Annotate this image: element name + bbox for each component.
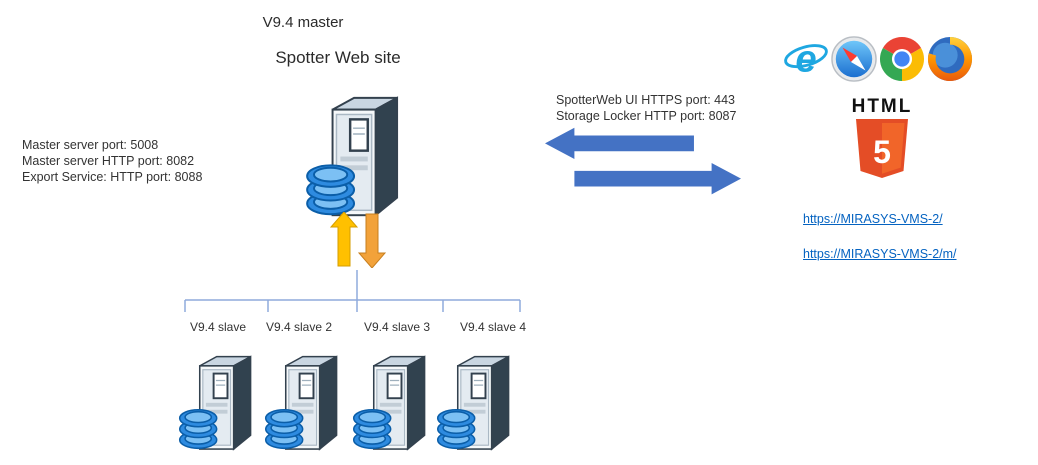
diagram-title-master: V9.4 master [262, 14, 344, 31]
slave-server-icon-3 [350, 352, 436, 456]
browser-icons-row: e [783, 36, 973, 82]
arrow-down [357, 213, 386, 268]
up-down-arrows-icon [330, 212, 386, 268]
master-ports-text: Master server port: 5008 Master server H… [22, 137, 202, 185]
master-server-icon [303, 92, 411, 224]
internet-explorer-icon: e [784, 37, 828, 80]
spotterweb-https-port-line: SpotterWeb UI HTTPS port: 443 [556, 93, 736, 107]
html5-shield-icon: 5 [856, 119, 908, 178]
html5-digit: 5 [873, 134, 891, 170]
arrow-right [574, 162, 741, 195]
left-right-arrows-icon [545, 127, 741, 195]
export-service-port-line: Export Service: HTTP port: 8088 [22, 170, 203, 184]
slave-label-3: V9.4 slave 3 [364, 320, 431, 334]
web-ports-text: SpotterWeb UI HTTPS port: 443 Storage Lo… [556, 92, 736, 124]
desktop-url-link[interactable]: https://MIRASYS-VMS-2/ [803, 212, 943, 226]
master-http-port-line: Master server HTTP port: 8082 [22, 154, 195, 168]
slave-tree-connector [184, 270, 521, 312]
arrow-left [545, 127, 694, 160]
diagram-title-site: Spotter Web site [275, 48, 401, 67]
ie-e-glyph: e [795, 37, 816, 80]
html5-wordmark: HTML [851, 96, 913, 117]
firefox-icon [927, 36, 973, 82]
slave-server-icon-1 [176, 352, 262, 456]
slave-label-2: V9.4 slave 2 [266, 320, 333, 334]
slave-server-icon-4 [434, 352, 520, 456]
chrome-icon [879, 36, 925, 82]
storage-locker-port-line: Storage Locker HTTP port: 8087 [556, 109, 737, 123]
slave-server-icon-2 [262, 352, 348, 456]
master-port-line: Master server port: 5008 [22, 138, 159, 152]
mobile-url-link[interactable]: https://MIRASYS-VMS-2/m/ [803, 247, 957, 261]
slave-label-4: V9.4 slave 4 [460, 320, 527, 334]
safari-icon [831, 36, 877, 82]
arrow-up [330, 212, 359, 267]
slave-label-1: V9.4 slave [190, 320, 247, 334]
